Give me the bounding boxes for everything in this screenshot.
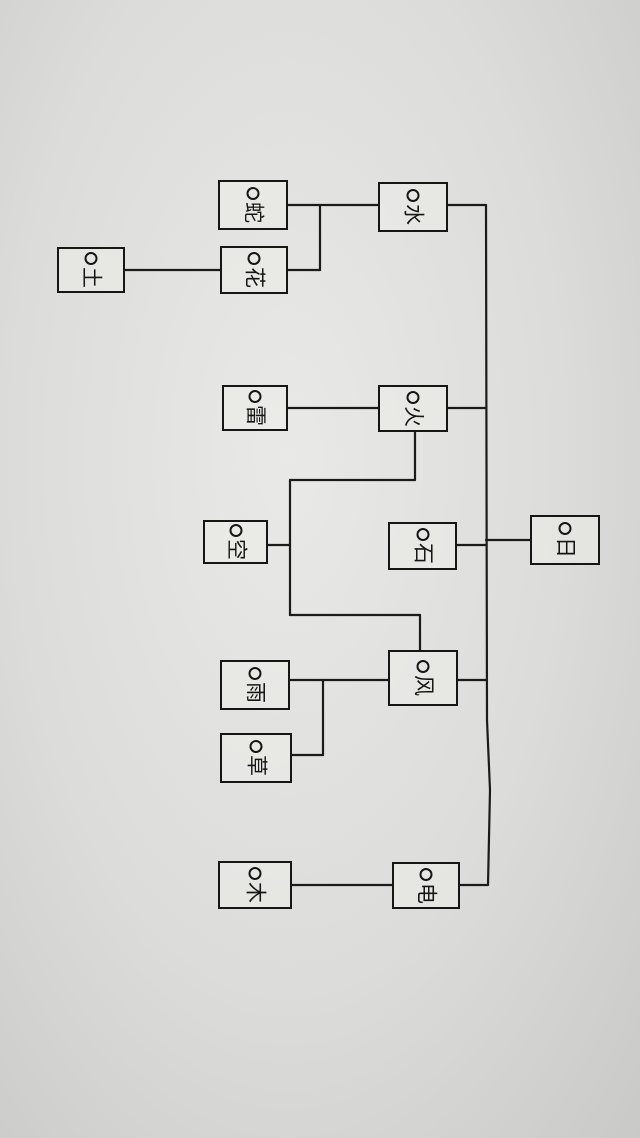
- circle-icon: [84, 252, 98, 265]
- node-label: 水: [401, 204, 426, 225]
- circle-icon: [406, 390, 420, 404]
- node-she: 蛇: [218, 180, 288, 230]
- node-lei: 雷: [222, 385, 288, 431]
- connector: [485, 718, 492, 792]
- node-label: 土: [79, 267, 104, 288]
- node-hua: 花: [220, 246, 288, 294]
- node-tu: 土: [57, 247, 125, 293]
- node-label: 草: [244, 755, 269, 776]
- circle-icon: [419, 867, 433, 881]
- circle-icon: [229, 524, 242, 537]
- node-label: 雨: [243, 682, 268, 703]
- node-label: 电: [414, 882, 439, 904]
- node-label: 石: [411, 543, 435, 564]
- node-kong: 空: [203, 520, 268, 564]
- node-shi: 石: [388, 522, 457, 570]
- connector: [484, 203, 489, 722]
- node-label: 火: [401, 405, 426, 427]
- circle-icon: [416, 660, 430, 673]
- circle-icon: [248, 390, 262, 403]
- circle-icon: [246, 187, 260, 200]
- node-label: 雷: [243, 405, 268, 426]
- node-feng: 风: [388, 650, 458, 706]
- node-label: 风: [411, 675, 436, 696]
- node-label: 日: [553, 537, 578, 558]
- node-label: 蛇: [241, 202, 266, 223]
- node-label: 花: [242, 267, 267, 288]
- circle-icon: [558, 522, 572, 535]
- node-yu: 雨: [220, 660, 290, 710]
- node-ri: 日: [530, 515, 600, 565]
- node-cao: 草: [220, 733, 292, 783]
- node-huo: 火: [378, 385, 448, 432]
- circle-icon: [249, 740, 263, 753]
- connector: [486, 788, 492, 887]
- circle-icon: [416, 528, 429, 541]
- circle-icon: [406, 189, 420, 202]
- circle-icon: [247, 252, 261, 265]
- node-label: 空: [224, 539, 248, 560]
- circle-icon: [248, 667, 262, 680]
- node-dian: 电: [392, 862, 460, 909]
- circle-icon: [248, 867, 262, 880]
- node-mu: 木: [218, 861, 292, 909]
- node-shui: 水: [378, 182, 448, 232]
- node-label: 木: [243, 882, 268, 903]
